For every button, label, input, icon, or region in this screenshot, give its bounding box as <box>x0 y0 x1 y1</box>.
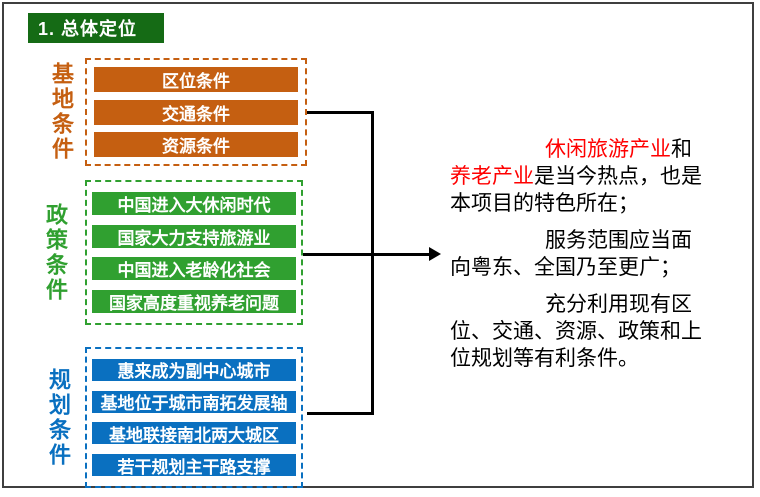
condition-item: 资源条件 <box>94 131 298 157</box>
condition-item: 基地联接南北两大城区 <box>92 422 296 445</box>
text-line: 向粤东、全国乃至更广； <box>450 256 681 279</box>
text-line: 休闲旅游产业和 <box>450 136 742 163</box>
condition-item: 区位条件 <box>94 67 298 93</box>
group-base-conditions: 区位条件 交通条件 资源条件 <box>85 58 307 166</box>
condition-item: 惠来成为副中心城市 <box>92 358 296 381</box>
connector-line-top <box>307 111 373 114</box>
condition-item: 中国进入大休闲时代 <box>92 191 296 215</box>
highlight-elderly-care: 养老产业 <box>450 165 534 188</box>
text-line: 本项目的特色所在； <box>450 192 639 215</box>
connector-line-middle <box>303 253 431 256</box>
annotation-paragraph-3: 充分利用现有区 位、交通、资源、政策和上 位规划等有利条件。 <box>450 291 742 372</box>
highlight-leisure-tourism: 休闲旅游产业 <box>545 138 671 161</box>
text-line: 养老产业是当今热点，也是 <box>450 163 742 190</box>
condition-item: 若干规划主干路支撑 <box>92 454 296 477</box>
group-planning-label: 规划条件 <box>46 367 71 468</box>
connector-line-vertical <box>371 111 374 415</box>
annotation-paragraph-1: 休闲旅游产业和 养老产业是当今热点，也是 本项目的特色所在； <box>450 136 742 217</box>
condition-item: 国家高度重视养老问题 <box>92 290 296 314</box>
connector-line-bottom <box>307 412 373 415</box>
annotation-text: 休闲旅游产业和 养老产业是当今热点，也是 本项目的特色所在； 服务范围应当面 向… <box>450 136 742 382</box>
text-line: 充分利用现有区 <box>545 293 692 316</box>
text-segment: 和 <box>671 138 692 161</box>
condition-item: 交通条件 <box>94 99 298 125</box>
group-policy-conditions: 中国进入大休闲时代 国家大力支持旅游业 中国进入老龄化社会 国家高度重视养老问题 <box>85 180 303 325</box>
condition-item: 基地位于城市南拓发展轴 <box>92 390 296 413</box>
text-line: 位、交通、资源、政策和上 <box>450 320 702 343</box>
arrow-right-icon <box>429 247 441 261</box>
slide-title: 1. 总体定位 <box>28 13 164 43</box>
condition-item: 国家大力支持旅游业 <box>92 224 296 248</box>
slide-border <box>2 2 754 488</box>
group-planning-conditions: 惠来成为副中心城市 基地位于城市南拓发展轴 基地联接南北两大城区 若干规划主干路… <box>85 347 303 488</box>
text-line: 服务范围应当面 <box>545 229 692 252</box>
group-policy-label: 政策条件 <box>43 202 68 303</box>
annotation-paragraph-2: 服务范围应当面 向粤东、全国乃至更广； <box>450 227 742 281</box>
text-line: 位规划等有利条件。 <box>450 347 639 370</box>
condition-item: 中国进入老龄化社会 <box>92 257 296 281</box>
text-segment: 是当今热点，也是 <box>534 165 702 188</box>
group-base-label: 基地条件 <box>49 62 74 162</box>
